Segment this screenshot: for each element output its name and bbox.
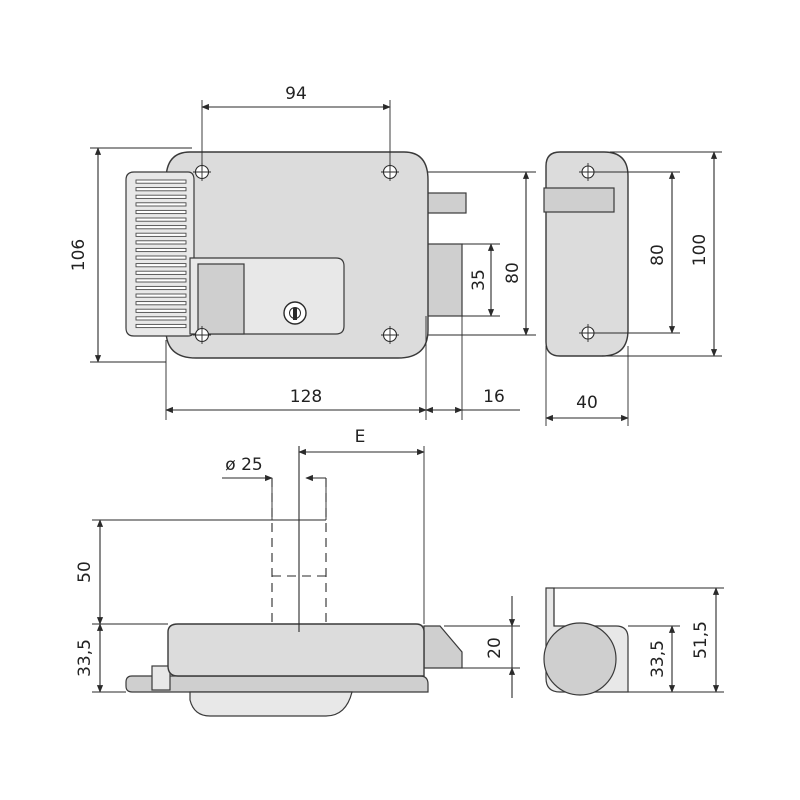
dim-35-label: 35	[469, 269, 489, 291]
grille-slot	[135, 225, 187, 230]
grille-slot	[135, 187, 187, 192]
dim-106-label: 106	[69, 239, 89, 271]
grille-slot	[135, 194, 187, 199]
top-cover	[189, 691, 353, 717]
dim-40-label: 40	[576, 393, 598, 413]
top-view: ø 25 E 50 33,5 20	[75, 427, 520, 717]
top-bolt	[423, 625, 463, 669]
grille-slot	[135, 255, 187, 260]
grille-slot	[135, 247, 187, 253]
grille-slot	[135, 240, 187, 245]
dim-16-label: 16	[483, 387, 505, 407]
front-bolt	[425, 192, 467, 214]
grille-slot	[135, 278, 187, 283]
grille-slot	[135, 263, 187, 268]
side-top-cylinder	[543, 622, 617, 696]
dim-side-33-5-label: 33,5	[648, 640, 668, 678]
top-base-tab	[151, 665, 171, 691]
grille-slot	[135, 209, 187, 215]
front-button[interactable]	[197, 263, 245, 335]
top-base-plate	[125, 675, 429, 693]
side-lock-body	[545, 151, 629, 357]
grille-slot	[135, 301, 187, 306]
grille-slot	[135, 232, 187, 237]
grille-slot	[135, 308, 187, 313]
dim-side-80-label: 80	[648, 244, 668, 266]
dim-51-5-label: 51,5	[691, 621, 711, 659]
dim-33-5-label: 33,5	[75, 639, 95, 677]
dim-94-label: 94	[285, 84, 307, 104]
grille-slot	[135, 179, 187, 184]
dim-diameter-label: ø 25	[225, 455, 262, 475]
side-view: 80 100 40	[543, 151, 722, 426]
front-mounting-holes	[193, 163, 399, 344]
side-mounting-holes	[579, 163, 597, 342]
grille-slot	[135, 285, 187, 291]
grille-slot	[135, 316, 187, 321]
front-view: 94 106 128 16 35 80	[69, 84, 536, 420]
side-top-view: 33,5 51,5	[543, 587, 724, 696]
dim-80-label: 80	[503, 262, 523, 284]
grille-slot	[135, 217, 187, 222]
grille-slot	[135, 293, 187, 298]
dim-128-label: 128	[290, 387, 322, 407]
top-lock-body	[167, 623, 425, 677]
dim-50-label: 50	[75, 561, 95, 583]
grille-slot	[135, 323, 187, 329]
dim-20-label: 20	[485, 637, 505, 659]
dim-100-label: 100	[690, 234, 710, 266]
side-strap	[543, 187, 615, 213]
front-grille-slots	[135, 179, 187, 329]
front-strike	[425, 243, 463, 317]
grille-slot	[135, 270, 187, 275]
grille-slot	[135, 202, 187, 207]
dim-e-label: E	[355, 427, 366, 447]
